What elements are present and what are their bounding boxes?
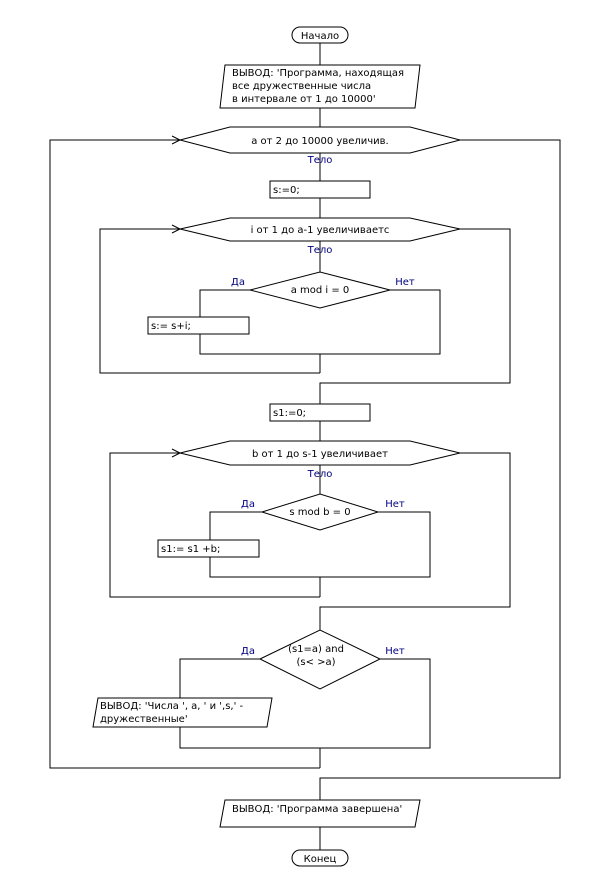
loop-b-label: b от 1 до s-1 увеличивает [252, 449, 388, 460]
condition-a-mod-i-label: a mod i = 0 [291, 285, 350, 296]
assign-s-add-block: s:= s+i; [147, 316, 250, 335]
condition-friendly-line-2: (s< >a) [296, 657, 335, 668]
output-intro-line-1: ВЫВОД: 'Программа, находящая [232, 68, 404, 79]
output-pair-block: ВЫВОД: 'Числа ', a, ' и ',s,' - дружеств… [92, 697, 273, 728]
loop-i-header: i от 1 до a-1 увеличиваетс [179, 217, 461, 242]
cond-3-yes-label: Да [241, 646, 255, 657]
condition-friendly: (s1=a) and (s< >a) [258, 629, 382, 690]
cond-2-no-label: Нет [385, 499, 405, 510]
assign-s-add-label: s:= s+i; [151, 321, 191, 332]
loop-i-label: i от 1 до a-1 увеличиваетс [251, 225, 390, 236]
loop-a-body-label: Тело [307, 155, 333, 166]
output-pair-line-2: дружественные' [100, 714, 188, 725]
loop-arrowheads [171, 135, 182, 458]
assign-s1-block: s1:=0; [269, 403, 371, 422]
assign-s1-label: s1:=0; [273, 408, 306, 419]
start-terminal: Начало [291, 26, 349, 44]
output-end-block: ВЫВОД: 'Программа завершена' [219, 799, 421, 828]
condition-a-mod-i: a mod i = 0 [249, 271, 391, 309]
cond-2-yes-label: Да [241, 499, 255, 510]
start-label: Начало [301, 31, 339, 42]
cond-1-no-label: Нет [395, 277, 415, 288]
condition-s-mod-b: s mod b = 0 [260, 493, 380, 531]
assign-s-block: s:=0; [269, 180, 371, 199]
cond-1-yes-label: Да [231, 277, 245, 288]
output-intro-line-2: все дружественные числа [232, 81, 371, 92]
assign-s1-add-label: s1:= s1 +b; [161, 544, 220, 555]
end-label: Конец [304, 854, 337, 865]
loop-b-body-label: Тело [307, 469, 333, 480]
loop-b-header: b от 1 до s-1 увеличивает [179, 440, 461, 466]
assign-s1-add-block: s1:= s1 +b; [157, 539, 260, 558]
output-intro-line-3: в интервале от 1 до 10000' [232, 94, 376, 105]
assign-s-label: s:=0; [273, 185, 300, 196]
loop-i-body-label: Тело [307, 245, 333, 256]
output-pair-line-1: ВЫВОД: 'Числа ', a, ' и ',s,' - [100, 701, 244, 712]
condition-s-mod-b-label: s mod b = 0 [289, 507, 350, 518]
connector-lines [49, 43, 561, 850]
end-terminal: Конец [291, 849, 349, 867]
condition-friendly-line-1: (s1=a) and [288, 644, 344, 655]
loop-a-header: a от 2 до 10000 увеличив. [178, 126, 462, 154]
loop-a-label: a от 2 до 10000 увеличив. [251, 136, 389, 147]
cond-3-no-label: Нет [385, 646, 405, 657]
output-intro-block: ВЫВОД: 'Программа, находящая все дружест… [219, 64, 421, 109]
output-end-label: ВЫВОД: 'Программа завершена' [232, 804, 402, 815]
